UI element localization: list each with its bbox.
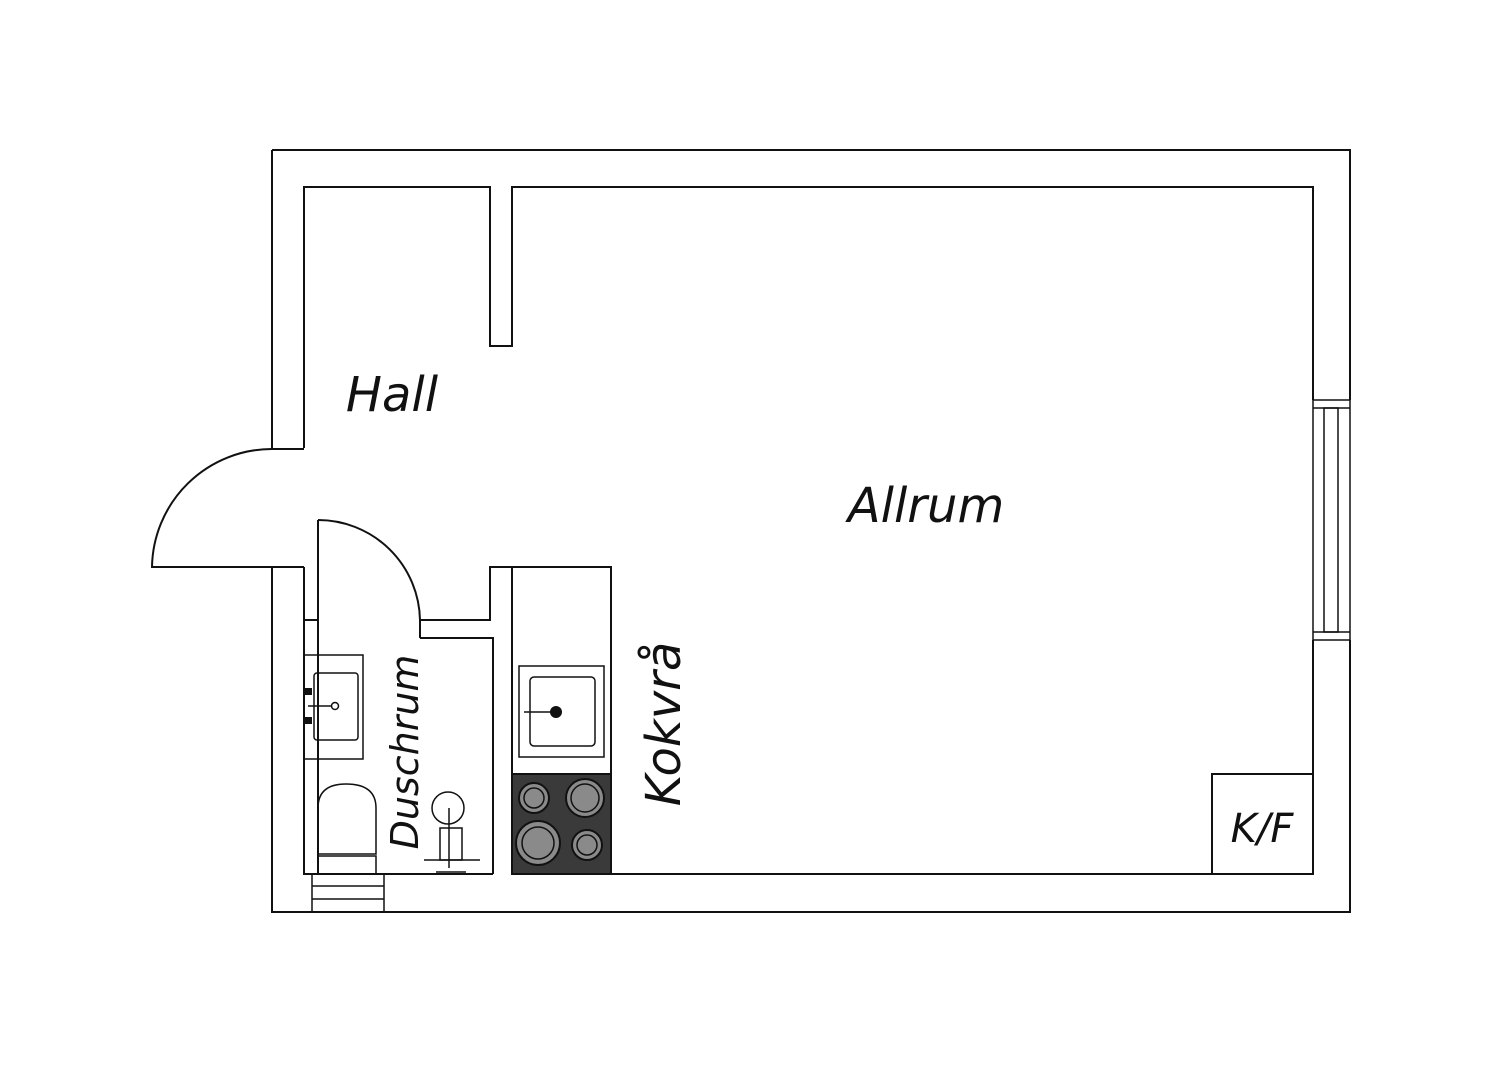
kitchen-sink-drain (550, 706, 562, 718)
sink-counter (303, 654, 364, 760)
bathroom-vent (311, 873, 385, 913)
entrance-door (150, 448, 304, 568)
burner-front-left-ring (521, 826, 555, 860)
outer-walls (271, 149, 1351, 913)
bathroom-sink (303, 654, 364, 760)
door-swing-arc (150, 448, 273, 568)
faucet-handle-top (304, 688, 312, 695)
kitchen-sink-outer (518, 665, 605, 758)
sink-drain (330, 701, 340, 711)
room-label-duschrum: Duschrum (383, 655, 427, 850)
toilet-bowl (317, 783, 377, 855)
burner-back-left-ring (523, 787, 545, 809)
fridge-freezer-box (1211, 773, 1314, 875)
vent-frame (311, 873, 385, 913)
burner-front-right-ring (576, 834, 598, 856)
toilet (317, 783, 377, 875)
burner-back-right-ring (570, 783, 600, 813)
window-glass (1323, 407, 1339, 633)
door-jambs (272, 448, 304, 568)
fridge-freezer: K/F (1211, 773, 1314, 875)
stove (511, 773, 612, 875)
shower-mixer (439, 827, 463, 861)
toilet-tank (317, 855, 377, 875)
bathroom-door-arc (317, 519, 421, 621)
fridge-freezer-label: K/F (1231, 806, 1295, 852)
room-label-allrum: Allrum (845, 478, 1004, 534)
room-label-kokvra: Kokvrå (636, 642, 692, 806)
bathroom-partition (420, 566, 513, 874)
interior-wall-face (303, 186, 1314, 875)
exterior-wall-line (271, 149, 1351, 913)
shower (424, 791, 480, 873)
faucet-handle-bottom (304, 717, 312, 724)
window-frame (1312, 399, 1351, 641)
shower-head (431, 791, 465, 825)
room-label-hall: Hall (346, 367, 439, 423)
window (1312, 399, 1351, 641)
